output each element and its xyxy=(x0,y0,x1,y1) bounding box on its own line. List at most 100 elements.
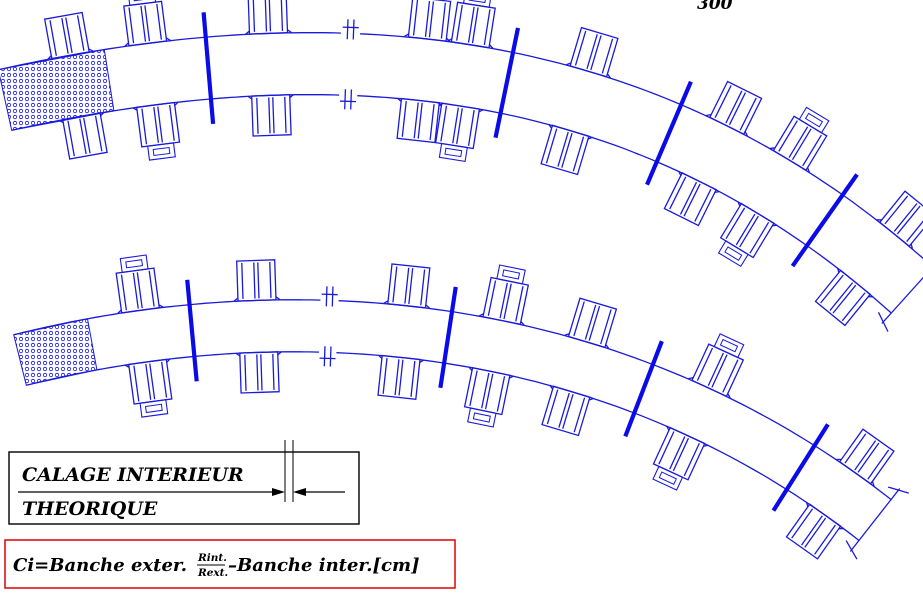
bracket-web xyxy=(804,517,827,548)
bracket-foot xyxy=(606,73,611,79)
bracket-foot xyxy=(548,123,553,129)
strongback-bracket xyxy=(785,503,842,560)
bracket-foot xyxy=(377,354,383,359)
bracket-web xyxy=(128,7,135,44)
bracket-foot xyxy=(287,29,292,34)
clamp-slot xyxy=(444,147,463,158)
gap-marker xyxy=(319,357,336,360)
bracket-foot xyxy=(235,352,241,357)
bracket-web xyxy=(669,436,686,470)
bracket-web xyxy=(428,1,435,38)
bracket-web xyxy=(778,120,798,152)
strongback-bracket xyxy=(61,112,108,160)
formwork-joint xyxy=(623,340,664,438)
bracket-web xyxy=(79,118,87,155)
bracket-web xyxy=(562,394,574,429)
bracket-foot xyxy=(727,393,731,399)
bracket-web xyxy=(658,431,675,465)
bracket-web xyxy=(906,220,923,242)
bracket-web xyxy=(844,433,867,464)
bracket-foot xyxy=(247,95,253,100)
bracket-foot xyxy=(446,37,451,43)
bracket-web xyxy=(857,442,880,473)
bracket-web xyxy=(257,262,260,299)
formwork-joint xyxy=(790,173,859,268)
end-tie xyxy=(887,486,909,494)
formwork-joint xyxy=(771,423,830,512)
strongback-bracket xyxy=(663,171,718,227)
bracket-web xyxy=(832,284,857,314)
bracket-foot xyxy=(245,30,250,35)
bracket-web xyxy=(417,102,423,139)
clamp-slot xyxy=(658,471,677,485)
bracket-web xyxy=(398,359,404,396)
bracket-web xyxy=(496,376,506,412)
bracket-foot xyxy=(587,136,593,140)
bracket-web xyxy=(546,389,559,425)
bracket-web xyxy=(120,274,127,311)
bracket-web xyxy=(601,38,614,74)
legend-line-1: CALAGE INTERIEUR xyxy=(22,464,244,486)
end-tie xyxy=(845,540,858,560)
strongback-bracket xyxy=(434,102,481,150)
bracket-web xyxy=(141,108,148,145)
bracket-web xyxy=(469,370,478,407)
bracket-foot xyxy=(165,37,171,42)
strongback-bracket xyxy=(719,202,775,259)
bracket-foot xyxy=(508,375,515,379)
bracket-foot xyxy=(289,94,295,99)
strongback-bracket xyxy=(540,124,590,176)
corner-number: 300 xyxy=(697,0,733,14)
bracket-web xyxy=(440,105,448,142)
bracket-foot xyxy=(714,190,720,194)
bracket-web xyxy=(65,17,73,54)
strongback-bracket xyxy=(127,358,173,405)
strongback-bracket xyxy=(652,426,706,481)
bracket-web xyxy=(499,282,508,319)
end-tie xyxy=(877,311,889,332)
bracket-foot xyxy=(100,111,105,117)
bracket-foot xyxy=(166,358,171,363)
bracket-web xyxy=(545,128,558,164)
strongback-bracket xyxy=(135,101,181,148)
bracket-foot xyxy=(737,201,741,207)
bracket-web xyxy=(467,6,475,43)
clamp-plate xyxy=(713,333,745,359)
strongback-bracket xyxy=(482,276,530,326)
end-line xyxy=(881,276,923,324)
bracket-web xyxy=(672,437,690,472)
bracket-foot xyxy=(437,101,442,107)
gap-marker xyxy=(344,89,347,110)
gap-marker xyxy=(329,346,332,367)
bracket-web xyxy=(854,440,877,471)
bracket-foot xyxy=(117,309,122,314)
bracket-foot xyxy=(468,366,473,372)
bracket-web xyxy=(49,20,57,56)
bracket-foot xyxy=(744,131,748,137)
bracket-foot xyxy=(447,38,453,42)
clamp-slot xyxy=(468,0,486,4)
bracket-foot xyxy=(158,304,164,308)
bracket-web xyxy=(600,309,612,345)
clamp-plate xyxy=(467,407,497,428)
outer-wall-face xyxy=(360,33,923,260)
clamp-slot xyxy=(804,112,824,128)
strongback-bracket xyxy=(377,354,421,401)
bracket-web xyxy=(268,97,271,134)
clamp-slot xyxy=(144,403,163,414)
bracket-web xyxy=(683,183,701,217)
bracket-web xyxy=(558,392,570,428)
bracket-web xyxy=(412,0,419,36)
bracket-web xyxy=(260,354,263,391)
bracket-web xyxy=(284,96,287,133)
arrow-left-head xyxy=(272,488,285,496)
bracket-web xyxy=(867,449,890,480)
bracket-web xyxy=(452,107,459,144)
bracket-web xyxy=(133,365,140,402)
bracket-web xyxy=(140,5,147,42)
bracket-web xyxy=(481,372,490,409)
bracket-web xyxy=(586,34,598,70)
clamp-plate xyxy=(462,0,491,8)
bracket-web xyxy=(268,0,272,32)
bracket-web xyxy=(169,105,175,141)
